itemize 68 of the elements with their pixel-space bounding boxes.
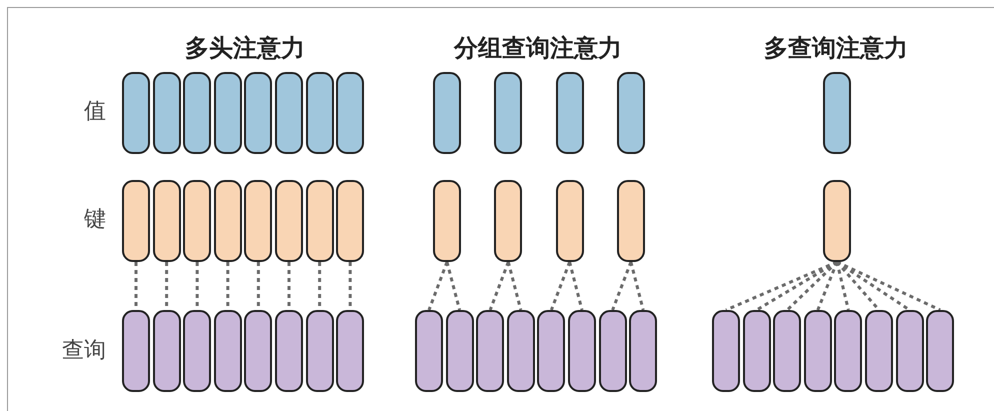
dashed-line xyxy=(506,262,522,310)
query-bar xyxy=(275,310,303,392)
query-bar xyxy=(183,310,212,392)
query-bar xyxy=(336,310,364,392)
query-bar xyxy=(804,310,832,392)
query-bar xyxy=(214,310,242,392)
value-bar xyxy=(556,72,584,154)
key-bar xyxy=(183,180,212,262)
value-bar xyxy=(306,72,334,154)
query-bar xyxy=(415,310,443,392)
query-bar xyxy=(865,310,893,392)
row-label: 键 xyxy=(84,206,106,234)
dashed-line xyxy=(446,262,462,310)
value-bar xyxy=(244,72,272,154)
query-bar xyxy=(834,310,862,392)
value-bar xyxy=(616,72,645,154)
dashed-line xyxy=(836,261,880,311)
query-bar xyxy=(244,310,272,392)
value-bar xyxy=(336,72,364,154)
dashed-line xyxy=(786,260,838,312)
dashed-line xyxy=(488,261,510,311)
key-bar xyxy=(433,180,461,262)
panel-title: 分组查询注意力 xyxy=(454,33,622,64)
query-bar xyxy=(476,310,504,392)
dashed-line xyxy=(568,262,584,310)
key-bar xyxy=(556,180,584,262)
panel-title: 多查询注意力 xyxy=(764,33,908,64)
key-bar xyxy=(616,180,645,262)
query-bar xyxy=(446,310,474,392)
query-bar xyxy=(568,310,596,392)
dashed-line xyxy=(836,262,850,310)
query-bar xyxy=(306,310,334,392)
key-bar xyxy=(275,180,303,262)
row-label: 值 xyxy=(84,98,106,126)
value-bar xyxy=(275,72,303,154)
dashed-line xyxy=(629,262,645,310)
row-label: 查询 xyxy=(62,337,106,365)
dashed-line xyxy=(550,261,571,311)
query-bar xyxy=(629,310,658,392)
query-bar xyxy=(712,310,740,392)
value-bar xyxy=(214,72,242,154)
query-bar xyxy=(926,310,954,392)
query-bar xyxy=(773,310,802,392)
key-bar xyxy=(214,180,242,262)
dashed-line xyxy=(428,261,448,311)
key-bar xyxy=(122,180,150,262)
query-bar xyxy=(122,310,150,392)
value-bar xyxy=(494,72,522,154)
key-bar xyxy=(494,180,522,262)
key-bar xyxy=(306,180,334,262)
value-bar xyxy=(152,72,181,154)
value-bar xyxy=(433,72,461,154)
query-bar xyxy=(598,310,627,392)
key-bar xyxy=(244,180,272,262)
panel-title: 多头注意力 xyxy=(185,33,305,64)
query-bar xyxy=(537,310,566,392)
dashed-line xyxy=(836,260,910,312)
key-bar xyxy=(823,180,851,262)
query-bar xyxy=(152,310,181,392)
query-bar xyxy=(896,310,924,392)
key-bar xyxy=(152,180,181,262)
dashed-line xyxy=(611,261,632,311)
query-bar xyxy=(742,310,771,392)
value-bar xyxy=(823,72,851,154)
value-bar xyxy=(183,72,212,154)
value-bar xyxy=(122,72,150,154)
query-bar xyxy=(506,310,535,392)
key-bar xyxy=(336,180,364,262)
